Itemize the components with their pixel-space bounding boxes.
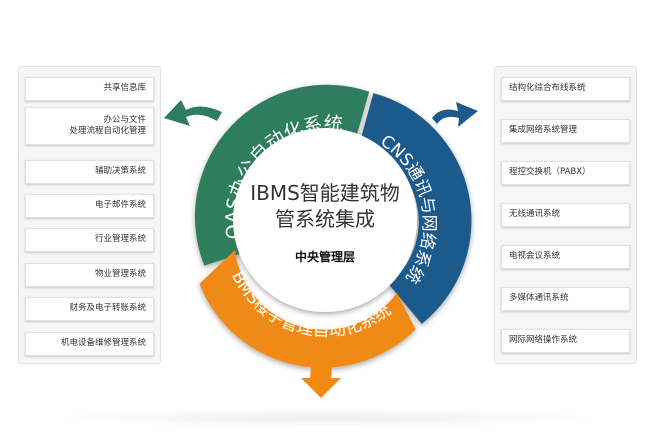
- right-item-wireless: 无线通讯系统: [501, 203, 630, 227]
- bms-ring-segment: [199, 249, 416, 368]
- right-system-list: 结构化综合布线系统 集成网络系统管理 程控交换机（PABX） 无线通讯系统 电视…: [494, 66, 637, 364]
- right-item-cabling: 结构化综合布线系统: [501, 77, 630, 101]
- left-item-email: 电子邮件系统: [25, 194, 154, 218]
- left-system-list: 共享信息库 办公与文件 处理流程自动化管理 辅助决策系统 电子邮件系统 行业管理…: [18, 66, 161, 364]
- left-flow-arrow-icon: [164, 100, 222, 126]
- down-flow-arrow-icon: [301, 356, 341, 398]
- center-subtitle: 中央管理层: [294, 250, 355, 264]
- left-item-property-management: 物业管理系统: [25, 263, 154, 287]
- right-item-multimedia: 多媒体通讯系统: [501, 287, 630, 311]
- floor-shadow: [50, 408, 600, 428]
- center-disc: [233, 128, 417, 312]
- right-item-video-conference: 电视会议系统: [501, 245, 630, 269]
- right-item-pabx: 程控交换机（PABX）: [501, 161, 630, 185]
- left-item-equipment-maintenance: 机电设备维修管理系统: [25, 332, 154, 356]
- left-item-decision-support: 辅助决策系统: [25, 160, 154, 184]
- center-title: IBMS智能建筑物 管系统集成: [250, 181, 400, 231]
- right-flow-arrow-icon: [432, 102, 478, 127]
- left-item-office-workflow: 办公与文件 处理流程自动化管理: [25, 107, 154, 145]
- left-item-finance-transfer: 财务及电子转账系统: [25, 297, 154, 321]
- right-item-internet-os: 网际网络操作系统: [501, 329, 630, 353]
- left-item-shared-database: 共享信息库: [25, 77, 154, 101]
- right-item-network-management: 集成网络系统管理: [501, 119, 630, 143]
- left-item-industry-management: 行业管理系统: [25, 228, 154, 252]
- cns-ring-segment: [359, 93, 472, 324]
